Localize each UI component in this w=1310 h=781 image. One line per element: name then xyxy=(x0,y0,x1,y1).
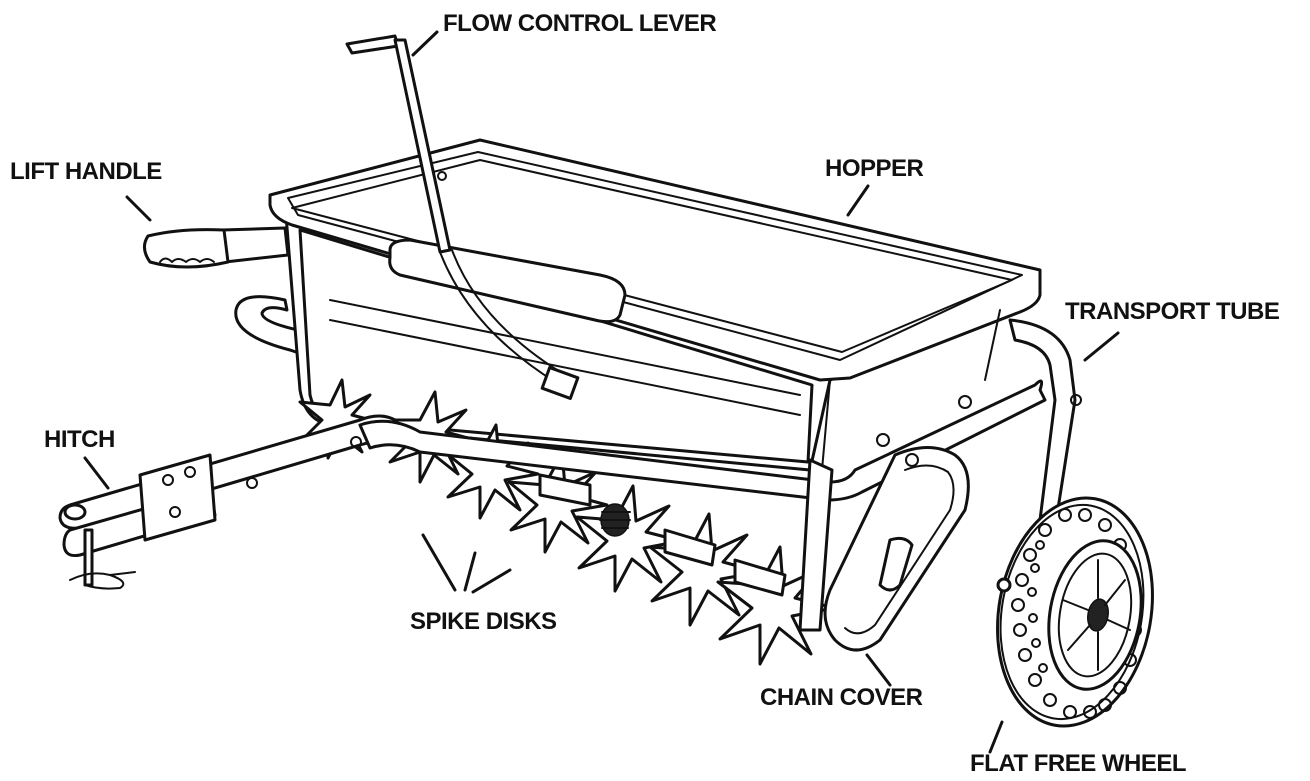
chain-cover-leader xyxy=(865,653,892,687)
spike-disks xyxy=(298,378,836,666)
hopper-leader xyxy=(846,184,870,217)
lift-handle xyxy=(143,226,290,269)
transport-tube-leader xyxy=(1083,331,1120,362)
side-frame xyxy=(798,458,834,632)
spike-disks-leader-3 xyxy=(471,568,512,594)
spike-disks-leader-1 xyxy=(421,533,457,592)
leader-lines xyxy=(83,30,1120,754)
lift-handle-leader xyxy=(125,195,152,222)
transport-tube-bolt xyxy=(1070,394,1082,406)
spike-disks-leader-2 xyxy=(463,551,477,592)
label-hitch: HITCH xyxy=(44,426,115,453)
spike-disk xyxy=(575,484,683,593)
hitch-leader xyxy=(83,456,110,490)
flat-free-wheel xyxy=(996,496,1154,728)
hitch xyxy=(58,414,397,590)
spike-disk xyxy=(648,512,762,627)
label-lift-handle: LIFT HANDLE xyxy=(10,158,162,185)
chain-cover xyxy=(823,446,970,652)
label-flow-control-lever: FLOW CONTROL LEVER xyxy=(443,10,717,37)
front-frame-tube xyxy=(358,379,1047,502)
flat-free-wheel-leader xyxy=(988,720,1004,754)
label-hopper: HOPPER xyxy=(825,155,924,182)
spike-disk xyxy=(298,378,380,460)
label-flat-free-wheel: FLAT FREE WHEEL xyxy=(970,750,1187,777)
flow-control-lever-leader xyxy=(411,30,439,57)
flow-control-lever xyxy=(345,34,580,400)
label-transport-tube: TRANSPORT TUBE xyxy=(1065,298,1280,325)
label-chain-cover: CHAIN COVER xyxy=(760,684,923,711)
flow-control-plate xyxy=(388,238,627,324)
label-spike-disks: SPIKE DISKS xyxy=(410,608,557,635)
